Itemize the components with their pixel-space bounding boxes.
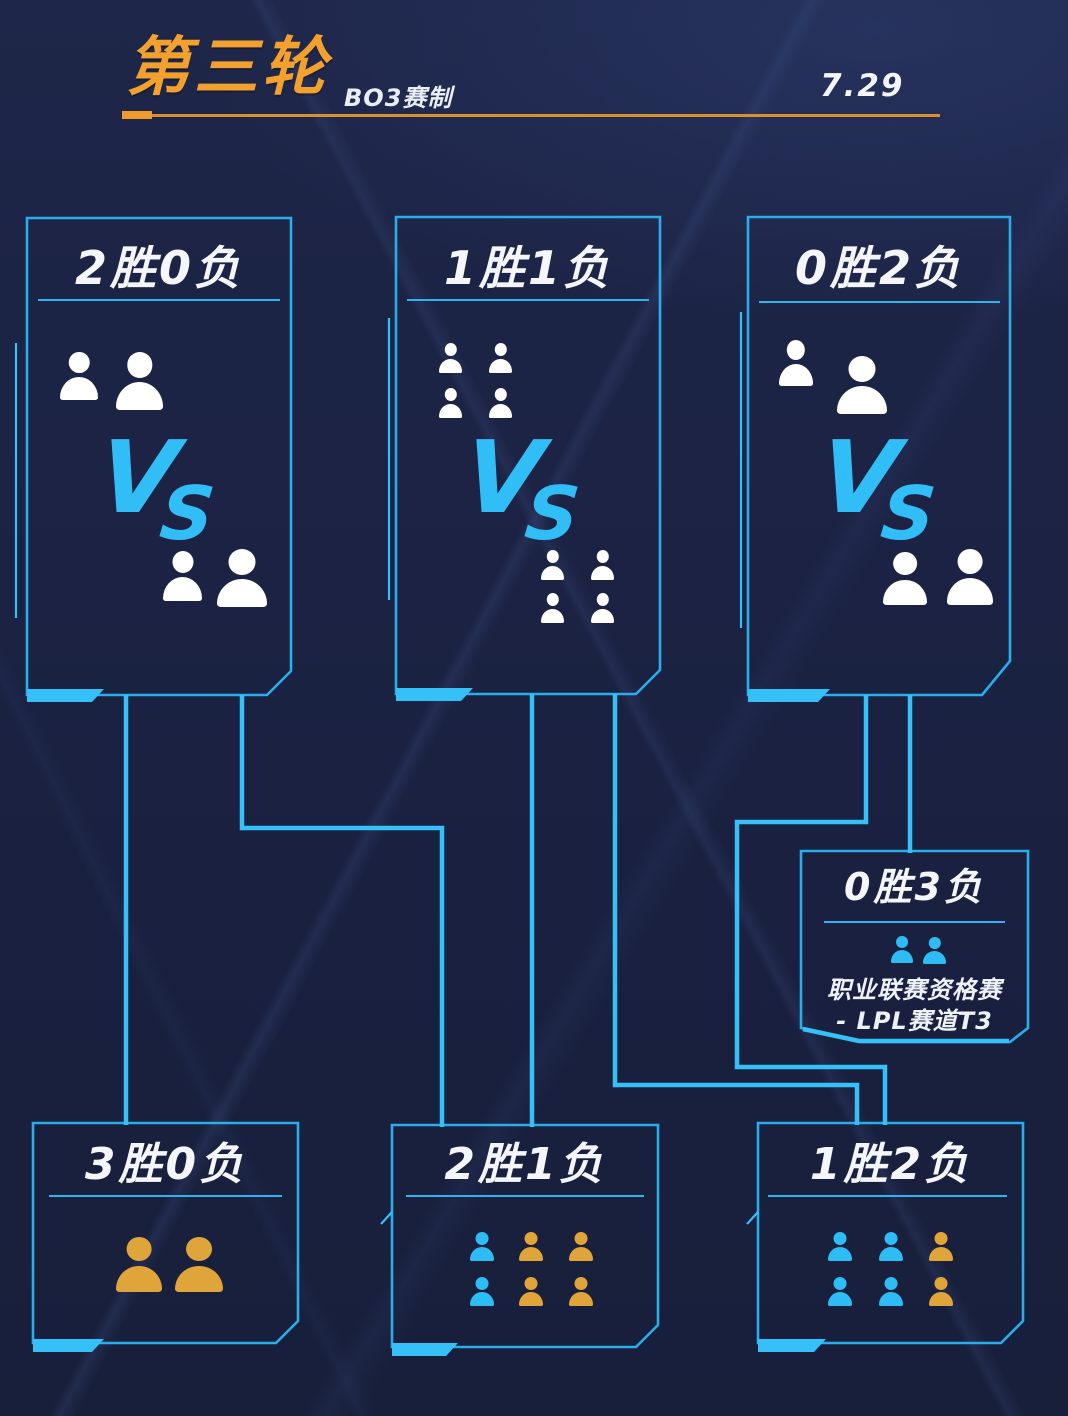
person-icon	[439, 388, 462, 418]
result-title-3w0l: 3胜0负	[84, 1139, 247, 1190]
qualifier-accent-edge	[802, 1026, 1009, 1044]
connector-loser-to-1w2l	[612, 694, 860, 1125]
result-title-1w2l: 1胜2负	[809, 1139, 972, 1190]
person-icon	[569, 1277, 593, 1306]
person-icon	[891, 936, 913, 963]
deco-tick-bottom-right	[746, 1211, 759, 1225]
person-icon	[470, 1232, 494, 1261]
accent-bar-top-left	[27, 689, 104, 702]
person-icon	[439, 343, 462, 373]
header-rule	[152, 114, 940, 117]
person-icon	[883, 552, 927, 605]
connector-winner-to-1w2l	[734, 695, 888, 1125]
person-icon	[929, 1232, 953, 1261]
person-icon	[163, 551, 202, 601]
person-icon	[569, 1232, 593, 1261]
qualifier-box-border	[799, 849, 1030, 1044]
person-icon	[929, 1277, 953, 1306]
title-underline	[49, 1195, 282, 1197]
title-underline	[759, 301, 1000, 303]
format-label: BO3赛制	[344, 84, 453, 112]
person-icon	[175, 1237, 223, 1292]
accent-bar-bottom-left	[33, 1339, 104, 1352]
date-label: 7.29	[820, 68, 905, 104]
result-box-border-bottom-middle	[390, 1123, 660, 1349]
person-icon	[591, 593, 614, 623]
match-title-2w0l: 2胜0负	[74, 241, 243, 295]
match-box-border-top-right	[746, 215, 1012, 697]
person-icon	[541, 550, 564, 580]
person-icon	[519, 1232, 543, 1261]
title-underline	[38, 299, 280, 301]
match-title-0w2l: 0胜2负	[794, 241, 963, 295]
accent-bar-bottom-middle	[392, 1343, 458, 1356]
result-box-border-bottom-right	[756, 1121, 1025, 1345]
match-box-border-top-middle	[394, 215, 662, 696]
qualifier-title-0w3l: 0胜3负	[844, 865, 985, 909]
result-title-2w1l: 2胜1负	[444, 1139, 606, 1190]
accent-bar-top-right	[748, 689, 830, 702]
vs-mark: VS	[459, 419, 596, 557]
person-icon	[489, 388, 512, 418]
person-icon	[828, 1277, 852, 1306]
vs-mark: VS	[815, 419, 952, 557]
page-title: 第三轮	[126, 31, 330, 105]
person-icon	[828, 1232, 852, 1261]
person-icon	[116, 1237, 162, 1292]
person-icon	[779, 340, 813, 386]
qualifier-note-line2: - LPL赛道T3	[836, 1007, 993, 1035]
vs-letter-s: S	[156, 471, 219, 557]
person-icon	[489, 343, 512, 373]
deco-tick-bottom-middle	[380, 1211, 393, 1225]
person-icon	[116, 352, 163, 410]
accent-bar-top-middle	[396, 688, 473, 701]
qualifier-note-line1: 职业联赛资格赛	[827, 976, 1002, 1004]
match-title-1w1l: 1胜1负	[443, 241, 612, 295]
header-rule-accent	[122, 111, 152, 119]
title-underline	[824, 921, 1005, 923]
person-icon	[60, 352, 98, 400]
title-underline	[768, 1195, 1007, 1197]
result-box-border-bottom-left	[31, 1121, 300, 1345]
vs-mark: VS	[94, 419, 231, 557]
person-icon	[541, 593, 564, 623]
person-icon	[470, 1277, 494, 1306]
vs-letter-s: S	[521, 471, 584, 557]
person-icon	[923, 937, 946, 964]
accent-bar-bottom-right	[758, 1339, 826, 1352]
person-icon	[519, 1277, 543, 1306]
connector-loser-to-2w1l	[239, 695, 445, 1127]
person-icon	[879, 1232, 903, 1261]
title-underline	[406, 1195, 644, 1197]
match-box-border-top-left	[25, 216, 293, 697]
person-icon	[947, 549, 993, 605]
vs-letter-s: S	[877, 471, 940, 557]
person-icon	[837, 356, 887, 414]
person-icon	[591, 550, 614, 580]
person-icon	[879, 1277, 903, 1306]
title-underline	[407, 299, 649, 301]
person-icon	[217, 549, 267, 607]
